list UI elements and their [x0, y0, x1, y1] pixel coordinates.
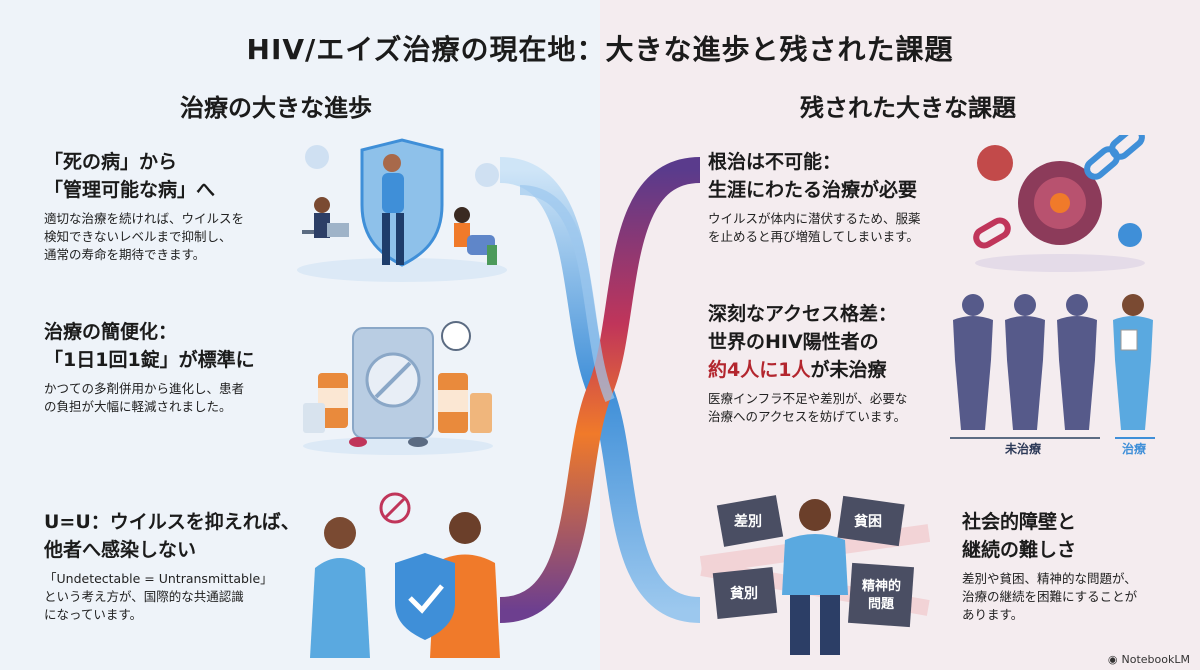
progress-3-heading: U=U：ウイルスを抑えれば、 他者へ感染しない	[44, 508, 324, 564]
heading-line: 「死の病」から	[44, 151, 178, 173]
heading-line-rest: が未治療	[810, 359, 887, 381]
heading-line: 生涯にわたる治療が必要	[708, 179, 918, 201]
desc-line: 通常の寿命を期待できます。	[44, 247, 206, 262]
challenge-item-2: 深刻なアクセス格差： 世界のHIV陽性者の 約4人に1人が未治療 医療インフラ不…	[708, 300, 958, 426]
challenge-1-description: ウイルスが体内に潜伏するため、服薬 を止めると再び増殖してしまいます。	[708, 210, 968, 246]
high-five-shield-illustration	[310, 492, 500, 658]
barrier-label-poverty: 貧困	[854, 513, 882, 530]
progress-1-heading: 「死の病」から 「管理可能な病」へ	[44, 148, 289, 204]
desc-line: 治療の継続を困難にすることが	[962, 589, 1138, 604]
heading-line: 根治は不可能：	[708, 151, 842, 173]
desc-line: 治療へのアクセスを妨げています。	[708, 409, 907, 424]
progress-item-2: 治療の簡便化： 「1日1回1錠」が標準に かつての多剤併用から進化し、患者 の負…	[44, 318, 304, 416]
progress-2-description: かつての多剤併用から進化し、患者 の負担が大幅に軽減されました。	[44, 380, 304, 416]
challenge-item-1: 根治は不可能： 生涯にわたる治療が必要 ウイルスが体内に潜伏するため、服薬 を止…	[708, 148, 968, 246]
desc-line: になっています。	[44, 607, 143, 622]
heading-line: 治療の簡便化：	[44, 321, 178, 343]
progress-item-3: U=U：ウイルスを抑えれば、 他者へ感染しない 「Undetectable = …	[44, 508, 324, 624]
right-column-heading: 残された大きな課題	[800, 94, 1016, 122]
heading-line: 継続の難しさ	[962, 539, 1077, 561]
challenge-item-3: 社会的障壁と 継続の難しさ 差別や貧困、精神的な問題が、 治療の継続を困難にする…	[962, 508, 1172, 624]
desc-line: 「Undetectable = Untransmittable」	[44, 571, 273, 586]
page-title: HIV/エイズ治療の現在地：大きな進歩と残された課題	[246, 33, 954, 66]
desc-line: 医療インフラ不足や差別が、必要な	[708, 391, 908, 406]
heading-line: U=U：ウイルスを抑えれば、	[44, 511, 300, 533]
right-panel-background	[600, 0, 1200, 670]
desc-line: の負担が大幅に軽減されました。	[44, 399, 232, 414]
challenge-3-heading: 社会的障壁と 継続の難しさ	[962, 508, 1172, 564]
healthy-people-shield-illustration	[297, 138, 507, 282]
desc-line: かつての多剤併用から進化し、患者	[44, 381, 245, 396]
heading-line: 世界のHIV陽性者の	[708, 331, 879, 353]
untreated-label: 未治療	[1005, 442, 1042, 456]
four-people-access-illustration	[950, 294, 1155, 439]
heading-line: 深刻なアクセス格差：	[708, 303, 898, 325]
progress-2-heading: 治療の簡便化： 「1日1回1錠」が標準に	[44, 318, 304, 374]
barrier-label-third: 貧別	[730, 585, 758, 602]
challenge-1-heading: 根治は不可能： 生涯にわたる治療が必要	[708, 148, 968, 204]
progress-3-description: 「Undetectable = Untransmittable」 という考え方が…	[44, 570, 324, 624]
heading-line: 「1日1回1錠」が標準に	[44, 349, 255, 371]
progress-item-1: 「死の病」から 「管理可能な病」へ 適切な治療を続ければ、ウイルスを 検知できな…	[44, 148, 289, 264]
heading-line: 社会的障壁と	[962, 511, 1077, 533]
notebooklm-icon: ◉	[1107, 653, 1118, 666]
challenge-2-description: 医療インフラ不足や差別が、必要な 治療へのアクセスを妨げています。	[708, 390, 958, 426]
treated-label: 治療	[1122, 442, 1147, 456]
challenge-2-heading: 深刻なアクセス格差： 世界のHIV陽性者の 約4人に1人が未治療	[708, 300, 958, 384]
heading-line: 他者へ感染しない	[44, 539, 197, 561]
highlight-ratio: 約4人に1人	[708, 359, 811, 381]
desc-line: あります。	[962, 607, 1024, 622]
challenge-3-description: 差別や貧困、精神的な問題が、 治療の継続を困難にすることが あります。	[962, 570, 1172, 624]
desc-line: 検知できないレベルまで抑制し、	[44, 229, 232, 244]
brand-name: NotebookLM	[1121, 653, 1190, 666]
heading-line: 約4人に1人が未治療	[708, 356, 958, 384]
desc-line: を止めると再び増殖してしまいます。	[708, 229, 919, 244]
progress-1-description: 適切な治療を続ければ、ウイルスを 検知できないレベルまで抑制し、 通常の寿命を期…	[44, 210, 289, 264]
brand-logo: ◉ NotebookLM	[1108, 653, 1190, 666]
desc-line: という考え方が、国際的な共通認識	[44, 589, 244, 604]
virus-chain-illustration	[973, 135, 1145, 272]
desc-line: 適切な治療を続ければ、ウイルスを	[44, 211, 245, 226]
left-column-heading: 治療の大きな進歩	[180, 94, 372, 122]
barrier-label-discrimination: 差別	[734, 513, 762, 530]
twisting-ribbons-graphic	[500, 157, 700, 623]
heading-line: 「管理可能な病」へ	[44, 179, 216, 201]
barrier-label-mental-2: 問題	[868, 597, 895, 612]
desc-line: ウイルスが体内に潜伏するため、服薬	[708, 211, 921, 226]
barrier-label-mental-1: 精神的	[862, 578, 901, 594]
single-pill-medication-illustration	[303, 321, 493, 455]
desc-line: 差別や貧困、精神的な問題が、	[962, 571, 1137, 586]
left-panel-background	[0, 0, 600, 670]
social-barriers-illustration: 差別 貧困 貧別 精神的 問題	[700, 495, 930, 655]
